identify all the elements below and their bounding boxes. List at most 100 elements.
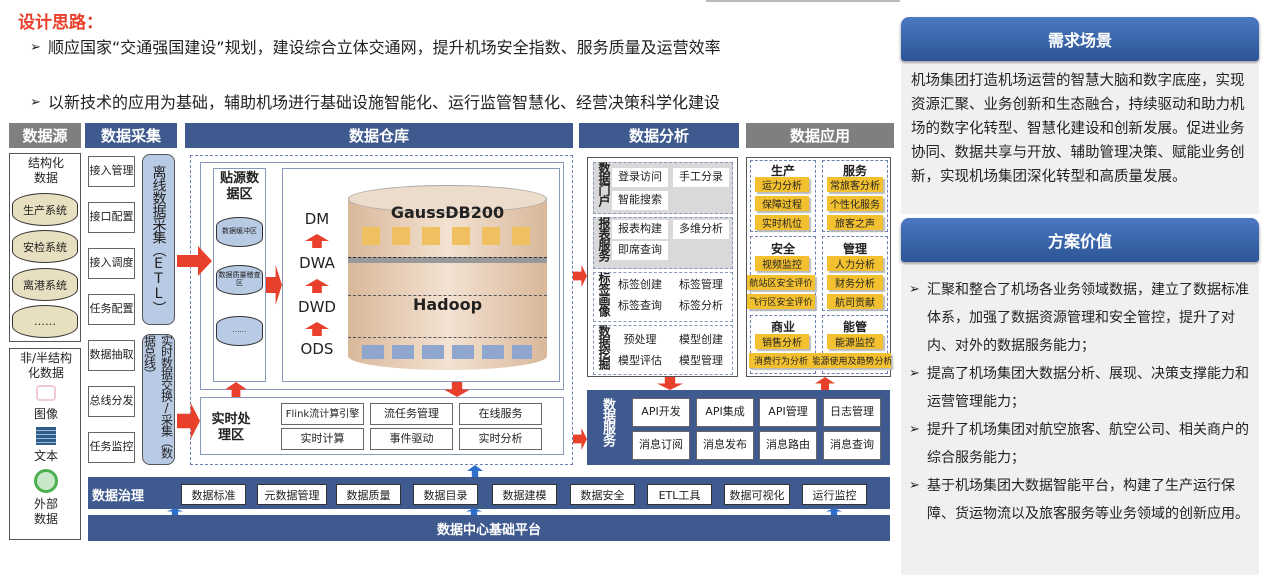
database-cylinder: GaussDB200 Hadoop — [348, 185, 547, 370]
intro-bullet: 顺应国家“交通强国建设”规划，建设综合立体交通网，提升机场安全指数、服务质量及运… — [22, 34, 1269, 62]
app-item[interactable]: 航司贡献 — [827, 294, 883, 309]
app-group-frame — [822, 160, 888, 232]
header-data-analysis: 数据分析 — [579, 123, 739, 148]
structured-data-label: 结构化数据 — [27, 156, 64, 185]
app-group-frame — [822, 315, 888, 374]
analysis-item[interactable]: 标签查询 — [612, 297, 668, 316]
value-panel: 汇聚和整合了机场各业务领域数据，建立了数据标准体系，加强了数据资源管理和安全管控… — [901, 266, 1259, 575]
service-item[interactable]: API开发 — [632, 398, 690, 427]
section-label: 报表服务 — [597, 217, 611, 261]
analysis-item[interactable]: 预处理 — [612, 331, 668, 350]
value-bullet: 基于机场集团大数据智能平台，构建了生产运行保障、货运物流以及旅客服务等业务领域的… — [901, 472, 1251, 528]
top-divider — [706, 0, 900, 2]
section-label: 标签画像 — [597, 272, 611, 316]
arrow-right-icon — [573, 265, 587, 287]
service-item[interactable]: 消息发布 — [696, 431, 754, 460]
collect-item: 任务配置 — [88, 294, 135, 325]
arrow-up-icon — [466, 508, 482, 515]
data-service-label: 数据服务 — [600, 398, 615, 446]
scene-header: 需求场景 — [901, 17, 1259, 61]
app-item[interactable]: 人力分析 — [827, 256, 883, 271]
analysis-item[interactable]: 登录访问 — [612, 168, 668, 187]
app-item[interactable]: 能源使用及趋势分析 — [813, 353, 891, 368]
analysis-item[interactable]: 标签分析 — [673, 297, 729, 316]
app-item[interactable]: 运力分析 — [755, 177, 809, 192]
intro-bullet: 以新技术的应用为基础，辅助机场进行基础设施智能化、运行监管智慧化、经营决策科学化… — [22, 89, 1269, 117]
section-label: 数据挖掘 — [597, 325, 611, 369]
app-group-frame — [750, 236, 816, 311]
governance-item[interactable]: 数据质量 — [336, 484, 401, 505]
analysis-item[interactable]: 标签管理 — [673, 276, 729, 295]
app-item[interactable]: 保障过程 — [755, 196, 809, 211]
external-data-label: 外部数据 — [33, 497, 58, 526]
design-title: 设计思路： — [18, 13, 103, 33]
app-group-frame — [750, 160, 816, 232]
ods-zone-title: 贴源数据区 — [219, 171, 259, 202]
app-item[interactable]: 常旅客分析 — [827, 177, 883, 192]
analysis-item[interactable]: 智能搜索 — [612, 191, 668, 210]
service-item[interactable]: 消息查询 — [823, 431, 881, 460]
offline-etl-collect: 离线数据采集（ETL） — [142, 154, 175, 325]
governance-item[interactable]: 元数据管理 — [257, 484, 327, 505]
governance-item[interactable]: 数据标准 — [181, 484, 246, 505]
ods-db: 数据质量稽查区 — [216, 265, 263, 295]
analysis-item[interactable]: 报表构建 — [612, 220, 668, 239]
app-item[interactable]: 航站区安全评价 — [747, 275, 815, 290]
app-group-title: 安全 — [770, 242, 795, 256]
app-item[interactable]: 旅客之声 — [827, 215, 883, 230]
analysis-item[interactable]: 模型评估 — [612, 352, 668, 371]
app-item[interactable]: 个性化服务 — [827, 196, 883, 211]
realtime-zone-title: 实时处理区 — [211, 412, 251, 443]
header-data-source: 数据源 — [9, 123, 81, 148]
realtime-item: 实时计算 — [281, 428, 364, 450]
governance-item[interactable]: 数据建模 — [492, 484, 557, 505]
collect-item: 任务监控 — [88, 432, 135, 463]
analysis-item[interactable]: 模型创建 — [673, 331, 729, 350]
app-item[interactable]: 飞行区安全评价 — [747, 294, 815, 309]
service-item[interactable]: 消息订阅 — [632, 431, 690, 460]
app-group-frame — [822, 236, 888, 311]
text-label: 文本 — [33, 449, 58, 463]
storage-icons — [362, 345, 532, 359]
analysis-item[interactable]: 模型管理 — [673, 352, 729, 371]
value-header: 方案价值 — [901, 218, 1259, 262]
image-label: 图像 — [33, 407, 58, 421]
service-item[interactable]: API集成 — [696, 398, 754, 427]
source-system-db: 离港系统 — [12, 268, 78, 301]
layer-dwa: DWA — [299, 254, 335, 272]
governance-item[interactable]: ETL工具 — [647, 484, 712, 505]
analysis-item[interactable]: 标签创建 — [612, 276, 668, 295]
text-document-icon — [36, 427, 56, 445]
arrow-up-icon — [167, 508, 183, 515]
network-icon — [34, 469, 58, 493]
app-item[interactable]: 销售分析 — [755, 334, 809, 349]
collect-item: 总线分发 — [88, 386, 135, 417]
service-item[interactable]: 消息路由 — [759, 431, 817, 460]
ods-db: …… — [216, 316, 263, 346]
governance-item[interactable]: 数据安全 — [570, 484, 635, 505]
app-item[interactable]: 消费行为分析 — [749, 353, 813, 368]
arrow-up-icon — [826, 508, 842, 515]
governance-item[interactable]: 数据可视化 — [724, 484, 790, 505]
unstructured-data-panel: 非/半结构化数据 图像 文本 外部数据 — [9, 348, 81, 540]
analysis-item[interactable]: 即席查询 — [612, 241, 668, 260]
app-item[interactable]: 视频监控 — [755, 256, 809, 271]
analysis-item[interactable]: 手工分录 — [673, 168, 729, 187]
governance-item[interactable]: 运行监控 — [802, 484, 867, 505]
realtime-item: 流任务管理 — [370, 403, 453, 425]
app-item[interactable]: 能源监控 — [827, 334, 883, 349]
service-item[interactable]: 日志管理 — [823, 398, 881, 427]
analysis-item[interactable]: 多维分析 — [673, 220, 729, 239]
realtime-item: 实时分析 — [459, 428, 542, 450]
layer-dm: DM — [304, 210, 330, 228]
app-item[interactable]: 实时机位 — [755, 215, 809, 230]
governance-item[interactable]: 数据目录 — [413, 484, 478, 505]
realtime-item: 事件驱动 — [370, 428, 453, 450]
app-item[interactable]: 财务分析 — [827, 275, 883, 290]
source-system-db: 安检系统 — [12, 230, 78, 263]
scene-text: 机场集团打造机场运营的智慧大脑和数字底座，实现资源汇聚、业务创新和生态融合，持续… — [901, 64, 1259, 214]
app-group-title: 管理 — [842, 242, 867, 256]
source-system-db: 生产系统 — [12, 193, 78, 226]
service-item[interactable]: API管理 — [759, 398, 817, 427]
header-data-warehouse: 数据仓库 — [185, 123, 573, 148]
